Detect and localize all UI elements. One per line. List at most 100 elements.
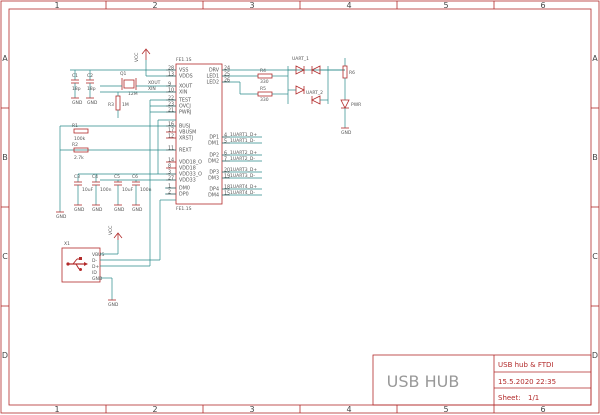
ic-pin-number: 26: [224, 77, 230, 83]
c4-value: 100n: [100, 187, 112, 193]
ic-pin-name: TEST: [178, 98, 191, 104]
gnd-label: GND: [87, 100, 98, 106]
left-bus-wires: [59, 99, 176, 260]
title-block-date: 15.5.2020 22:35: [498, 378, 556, 386]
ic-pin-name: VSS: [179, 68, 188, 74]
net-label: 1UART4_D+: [230, 184, 257, 190]
col-label-bottom: 1: [54, 405, 59, 414]
gnd-label: GND: [74, 207, 85, 213]
ic-left-pins: VSS28VDDS13XOUT9XIN10TEST22OVCJ23PWRJ21B…: [166, 65, 202, 198]
ic-pin-name: DP4: [209, 187, 219, 193]
pwr-led-label: PWR: [351, 102, 361, 108]
ic-body: [175, 63, 223, 205]
usb-pin-label: D+: [92, 264, 99, 270]
ic-pin-name: BUSJ: [179, 124, 190, 130]
ic-pin-number: 4: [224, 132, 227, 138]
r4-label: R4: [260, 68, 266, 74]
row-label-left: B: [2, 153, 8, 162]
ic-pin-name: OVCJ: [179, 104, 191, 110]
col-label-top: 5: [443, 1, 448, 10]
ic-pin-name: DP0: [179, 192, 189, 198]
ic-pin-number: 19: [224, 173, 230, 179]
ic-pin-name: DM3: [208, 176, 219, 182]
led-circuit: R4 330 R5 330 UART_1 UART_2 R6 PWR GND: [222, 56, 361, 136]
resistor-r5: [257, 91, 273, 97]
column-dividers: [105, 1, 495, 413]
ic-pin-name: DP2: [209, 153, 219, 159]
ic-pin-name: VBUSM: [179, 130, 196, 136]
title-block-sheet-value: 1/1: [528, 394, 539, 402]
col-label-bottom: 3: [249, 405, 254, 414]
ic-pin-number: 5: [224, 138, 227, 144]
ic-pin-name: PWRJ: [179, 110, 191, 116]
resistor-r2: R2 2.7k: [72, 142, 89, 161]
ic-pin-number: 24: [224, 65, 230, 71]
ic-pin-number: 3: [168, 169, 171, 175]
net-label: 1UART1_D+: [230, 132, 257, 138]
uart-net-labels: 1UART1_D+ 1UART1_D- 1UART2_D+ 1UART2_D- …: [222, 132, 262, 196]
usb-body: [61, 247, 101, 283]
ic-pin-name: DP1: [209, 135, 219, 141]
row-label-left: A: [2, 54, 8, 63]
row-label-left: D: [2, 351, 8, 360]
net-label: 1UART2_D-: [230, 156, 255, 162]
ic-pin-name: XRSTJ: [179, 136, 193, 142]
crystal-caps: C1 C2 18p 18p GND GND: [71, 70, 98, 106]
ic-pin-name: VDD33: [179, 178, 196, 184]
title-block-name: USB hub & FTDI: [498, 361, 553, 369]
r2-value: 2.7k: [74, 155, 84, 161]
col-label-bottom: 4: [346, 405, 351, 414]
c4-label: C4: [92, 174, 98, 180]
usb-pin-label: D-: [92, 258, 97, 264]
c3-label: C3: [74, 174, 80, 180]
ic-pin-name: DRV: [209, 68, 220, 74]
ic-pin-name: VDD18_O: [179, 160, 202, 166]
ic-pin-number: 27: [168, 175, 174, 181]
ic-pin-name: XOUT: [179, 84, 192, 90]
col-label-top: 1: [54, 1, 59, 10]
c6-value: 100n: [140, 187, 152, 193]
ic-pin-number: 10: [168, 87, 174, 93]
usb-pin-label: ID: [92, 270, 97, 276]
hub-ic: FE1.1S FE1.1S VSS28VDDS13XOUT9XIN10TEST2…: [166, 57, 230, 212]
net-label: 1UART2_D+: [230, 150, 257, 156]
net-label: 1UART3_D-: [230, 173, 255, 179]
col-label-top: 4: [346, 1, 351, 10]
ic-pin-number: 14: [168, 157, 174, 163]
top-supply-wires: [70, 60, 176, 77]
led-group1-label: UART_1: [292, 56, 309, 62]
q1-value: 12M: [128, 91, 138, 97]
gnd-label: GND: [56, 214, 67, 220]
gnd-label: GND: [114, 207, 125, 213]
ic-pin-number: 7: [224, 156, 227, 162]
ic-pin-name: VDDS: [179, 74, 193, 80]
vcc-usb-label: VCC: [108, 226, 114, 235]
title-block-sheet-label: Sheet:: [498, 394, 521, 402]
crystal-q1: Q1 12M XOUT XIN: [100, 71, 176, 97]
r6-label: R6: [349, 70, 355, 76]
ic-pin-name: DM2: [208, 159, 219, 165]
ic-pin-name: DM4: [208, 193, 219, 199]
ic-pin-number: 11: [168, 145, 174, 151]
ic-pin-number: 18: [224, 184, 230, 190]
ic-pin-number: 25: [224, 71, 230, 77]
usb-ref-label: X1: [64, 241, 70, 247]
row-label-right: C: [592, 252, 598, 261]
ic-pin-number: 28: [168, 65, 174, 71]
ic-name-bottom: FE1.1S: [176, 206, 192, 212]
c2-label: C2: [87, 73, 93, 79]
net-label: 1UART4_D-: [230, 190, 255, 196]
resistor-r3: R3 1M: [108, 92, 129, 118]
usb-pin-label: GND: [92, 276, 103, 282]
ic-pin-number: 15: [224, 190, 230, 196]
c1-label: C1: [72, 73, 78, 79]
row-label-left: C: [2, 252, 8, 261]
col-label-top: 2: [152, 1, 157, 10]
c5-value: 10uF: [122, 187, 134, 193]
gnd-label: GND: [108, 302, 119, 308]
usb-pin-label: VBUS: [92, 252, 104, 258]
col-label-bottom: 2: [152, 405, 157, 414]
